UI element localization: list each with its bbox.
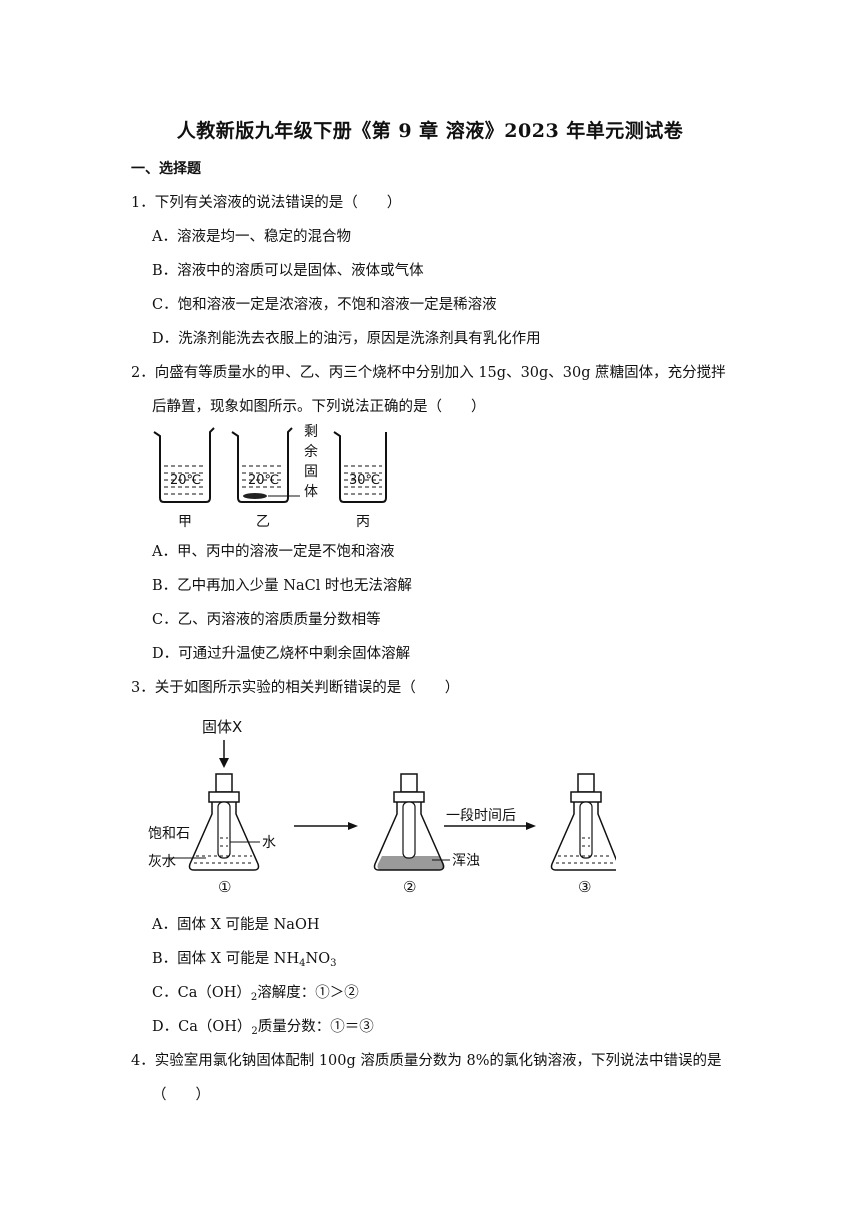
question-4-stem-line2: （ ） [152,1087,210,1103]
section-heading: 一、选择题 [131,161,201,177]
beaker-b-label: 乙 [256,514,270,530]
question-1-option-a: A．溶液是均一、稳定的混合物 [152,229,351,245]
limewater-label-1: 饱和石 [148,826,190,842]
solid-x-label: 固体X [202,718,242,736]
beaker-b-temp: 20℃ [248,473,279,488]
beaker-c: 30℃ 丙 [333,431,387,530]
question-1-stem: 1．下列有关溶液的说法错误的是（ ） [131,195,402,211]
residue-label: 剩 余 固 体 [304,424,318,500]
after-time-label: 一段时间后 [446,808,516,824]
question-2-option-a: A．甲、丙中的溶液一定是不饱和溶液 [152,544,395,560]
flask-1-number: ① [218,878,231,896]
flask-2: 浑浊 ② [373,773,480,896]
beaker-c-label: 丙 [356,514,370,530]
question-3-stem: 3．关于如图所示实验的相关判断错误的是（ ） [131,680,460,696]
flask-1: 饱和石 灰水 水 ① [148,773,276,896]
flask-3: ③ [550,773,616,896]
question-3-option-b: B．固体 X 可能是 NH4NO3 [152,951,337,969]
svg-text:体: 体 [304,484,318,500]
water-label: 水 [262,835,276,851]
question-2-option-b: B．乙中再加入少量 NaCl 时也无法溶解 [152,578,412,594]
question-3-option-a: A．固体 X 可能是 NaOH [152,917,320,933]
residue-solid [243,493,267,499]
question-2-stem-line1: 2．向盛有等质量水的甲、乙、丙三个烧杯中分别加入 15g、30g、30g 蔗糖固… [131,365,726,381]
beaker-a: 20℃ 甲 [153,427,215,530]
flask-experiment-figure: 固体X 饱和石 灰水 水 ① [148,718,616,896]
question-3-option-c: C．Ca（OH）2溶解度：①＞② [152,985,359,1003]
beaker-a-temp: 20℃ [170,473,201,488]
question-2-option-c: C．乙、丙溶液的溶质质量分数相等 [152,612,381,628]
question-3-option-d: D．Ca（OH）2质量分数：①＝③ [152,1019,374,1037]
beaker-a-label: 甲 [178,514,192,530]
svg-text:剩: 剩 [304,424,318,440]
beaker-b: 20℃ 乙 [231,427,300,530]
question-2-stem-line2: 后静置，现象如图所示。下列说法正确的是（ ） [152,399,486,415]
turbid-label: 浑浊 [452,853,480,869]
svg-text:固: 固 [304,464,318,480]
beaker-c-temp: 30℃ [349,473,380,488]
svg-text:余: 余 [304,443,318,460]
flask-3-number: ③ [578,878,591,896]
question-1-option-b: B．溶液中的溶质可以是固体、液体或气体 [152,263,424,279]
question-1-option-c: C．饱和溶液一定是浓溶液，不饱和溶液一定是稀溶液 [152,297,497,313]
page-title: 人教新版九年级下册《第 9 章 溶液》2023 年单元测试卷 [176,120,684,142]
flask-2-number: ② [403,878,416,896]
limewater-label-2: 灰水 [148,854,176,870]
beaker-figure: 20℃ 甲 20℃ 乙 剩 余 固 体 [153,424,387,530]
question-4-stem-line1: 4．实验室用氯化钠固体配制 100g 溶质质量分数为 8%的氯化钠溶液，下列说法… [131,1053,722,1069]
question-2-option-d: D．可通过升温使乙烧杯中剩余固体溶解 [152,646,411,662]
question-1-option-d: D．洗涤剂能洗去衣服上的油污，原因是洗涤剂具有乳化作用 [152,331,541,347]
